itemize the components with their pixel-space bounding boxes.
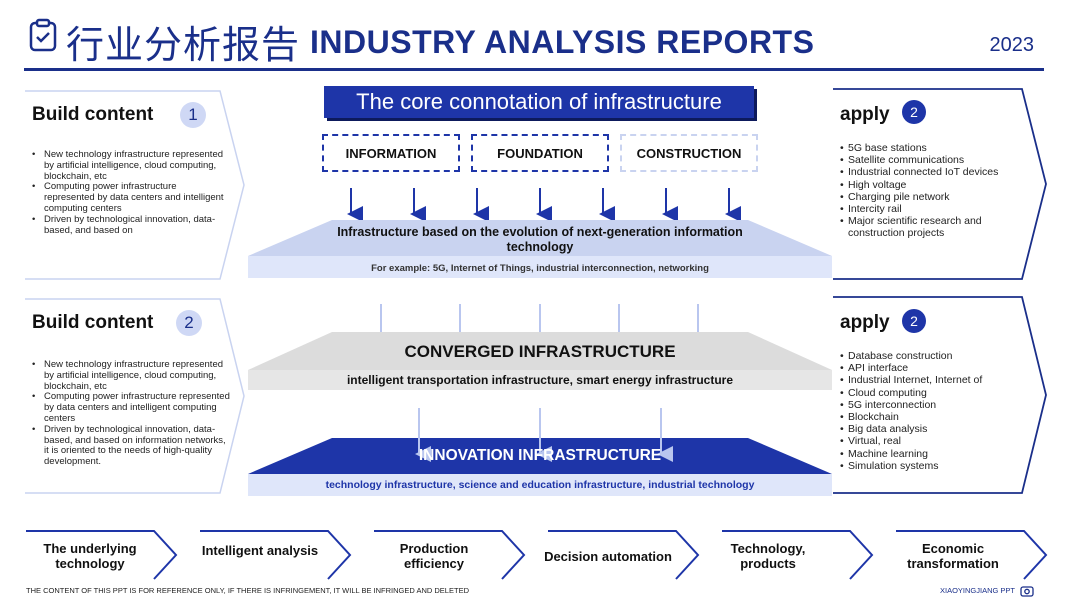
construction-box: CONSTRUCTION: [620, 134, 758, 172]
panel-bullets: Database construction API interface Indu…: [840, 350, 1020, 472]
infrastructure-diagram: [248, 188, 832, 496]
bullet-item: High voltage: [840, 179, 1020, 191]
down-arrows-bottom: [415, 408, 673, 462]
step-production-efficiency: Production efficiency: [399, 541, 469, 571]
apply-panel-1: apply 2 5G base stations Satellite commu…: [832, 88, 1052, 280]
layer1-example: For example: 5G, Internet of Things, ind…: [371, 262, 709, 274]
layer3-band: [248, 474, 832, 496]
report-year: 2023: [989, 34, 1035, 56]
bullet-item: Driven by technological innovation, data…: [28, 214, 228, 237]
bullet-item: New technology infrastructure represente…: [28, 359, 232, 392]
footer-disclaimer: THE CONTENT OF THIS PPT IS FOR REFERENCE…: [26, 586, 469, 595]
layer2-title: CONVERGED INFRASTRUCTURE: [404, 342, 676, 361]
information-box: INFORMATION: [322, 134, 460, 172]
page-title-en: INDUSTRY ANALYSIS REPORTS: [310, 24, 815, 60]
panel-title: apply: [840, 104, 890, 125]
bullet-item: API interface: [840, 362, 1020, 374]
page-title-cn: 行业分析报告: [66, 23, 301, 67]
bullet-item: Industrial connected IoT devices: [840, 166, 1020, 178]
panel-number-badge: 2: [902, 100, 926, 124]
layer1-title: Infrastructure based on the evolution of…: [337, 225, 743, 254]
apply-panel-2: apply 2 Database construction API interf…: [832, 296, 1052, 494]
bullet-item: Big data analysis: [840, 423, 1020, 435]
bullet-item: Computing power infrastructure represent…: [28, 391, 232, 424]
build-content-panel-1: Build content 1 New technology infrastru…: [24, 90, 246, 280]
process-chevrons: [26, 530, 1048, 580]
bullet-item: Major scientific research and constructi…: [840, 215, 1020, 239]
layer3-band-text: technology infrastructure, science and e…: [325, 479, 755, 491]
panel-bullets: New technology infrastructure represente…: [28, 359, 232, 468]
step-underlying-technology: The underlying technology: [43, 541, 137, 571]
panel-title: apply: [840, 312, 890, 333]
step-economic-transformation: Economic transformation: [907, 541, 999, 571]
bullet-item: Blockchain: [840, 411, 1020, 423]
bullet-item: Machine learning: [840, 448, 1020, 460]
panel-frame: [833, 296, 1047, 494]
panel-number-badge: 2: [176, 310, 202, 336]
panel-number-badge: 2: [902, 309, 926, 333]
bullet-item: 5G base stations: [840, 142, 1020, 154]
panel-frame: [25, 90, 245, 280]
panel-bullets: New technology infrastructure represente…: [28, 149, 228, 237]
layer2-band: [248, 370, 832, 390]
panel-title: Build content: [32, 104, 154, 125]
step-decision-automation: Decision automation: [544, 548, 672, 564]
bullet-item: New technology infrastructure represente…: [28, 149, 228, 182]
bullet-item: Industrial Internet, Internet of: [840, 374, 1020, 386]
bullet-item: Simulation systems: [840, 460, 1020, 472]
panel-bullets: 5G base stations Satellite communication…: [840, 142, 1020, 240]
layer2-band-text: intelligent transportation infrastructur…: [346, 373, 734, 387]
layer1-band: [248, 256, 832, 278]
bullet-item: Intercity rail: [840, 203, 1020, 215]
layer1-shape: [248, 220, 832, 256]
core-connotation-title: The core connotation of infrastructure: [324, 86, 754, 118]
bullet-item: Cloud computing: [840, 387, 1020, 399]
step-intelligent-analysis: Intelligent analysis: [201, 542, 319, 558]
build-content-panel-2: Build content 2 New technology infrastru…: [24, 298, 246, 494]
bullet-item: Charging pile network: [840, 191, 1020, 203]
panel-title: Build content: [32, 312, 154, 333]
bullet-item: Driven by technological innovation, data…: [28, 424, 232, 468]
footer-brand: XIAOYINGJIANG PPT: [940, 586, 1016, 595]
layer2-shape: [248, 332, 832, 370]
panel-number-badge: 1: [180, 102, 206, 128]
header-divider: [24, 68, 1044, 71]
panel-frame: [25, 298, 245, 494]
foundation-box: FOUNDATION: [471, 134, 609, 172]
clipboard-icon: [28, 18, 58, 52]
camera-icon: [1020, 584, 1034, 597]
bullet-item: 5G interconnection: [840, 399, 1020, 411]
layer3-title: INNOVATION INFRASTRUCTURE: [418, 447, 662, 464]
down-arrows-top: [347, 188, 741, 222]
bullet-item: Virtual, real: [840, 435, 1020, 447]
panel-frame: [833, 88, 1047, 280]
bullet-item: Database construction: [840, 350, 1020, 362]
bullet-item: Computing power infrastructure represent…: [28, 181, 228, 214]
bullet-item: Satellite communications: [840, 154, 1020, 166]
step-technology-products: Technology, products: [730, 541, 806, 571]
